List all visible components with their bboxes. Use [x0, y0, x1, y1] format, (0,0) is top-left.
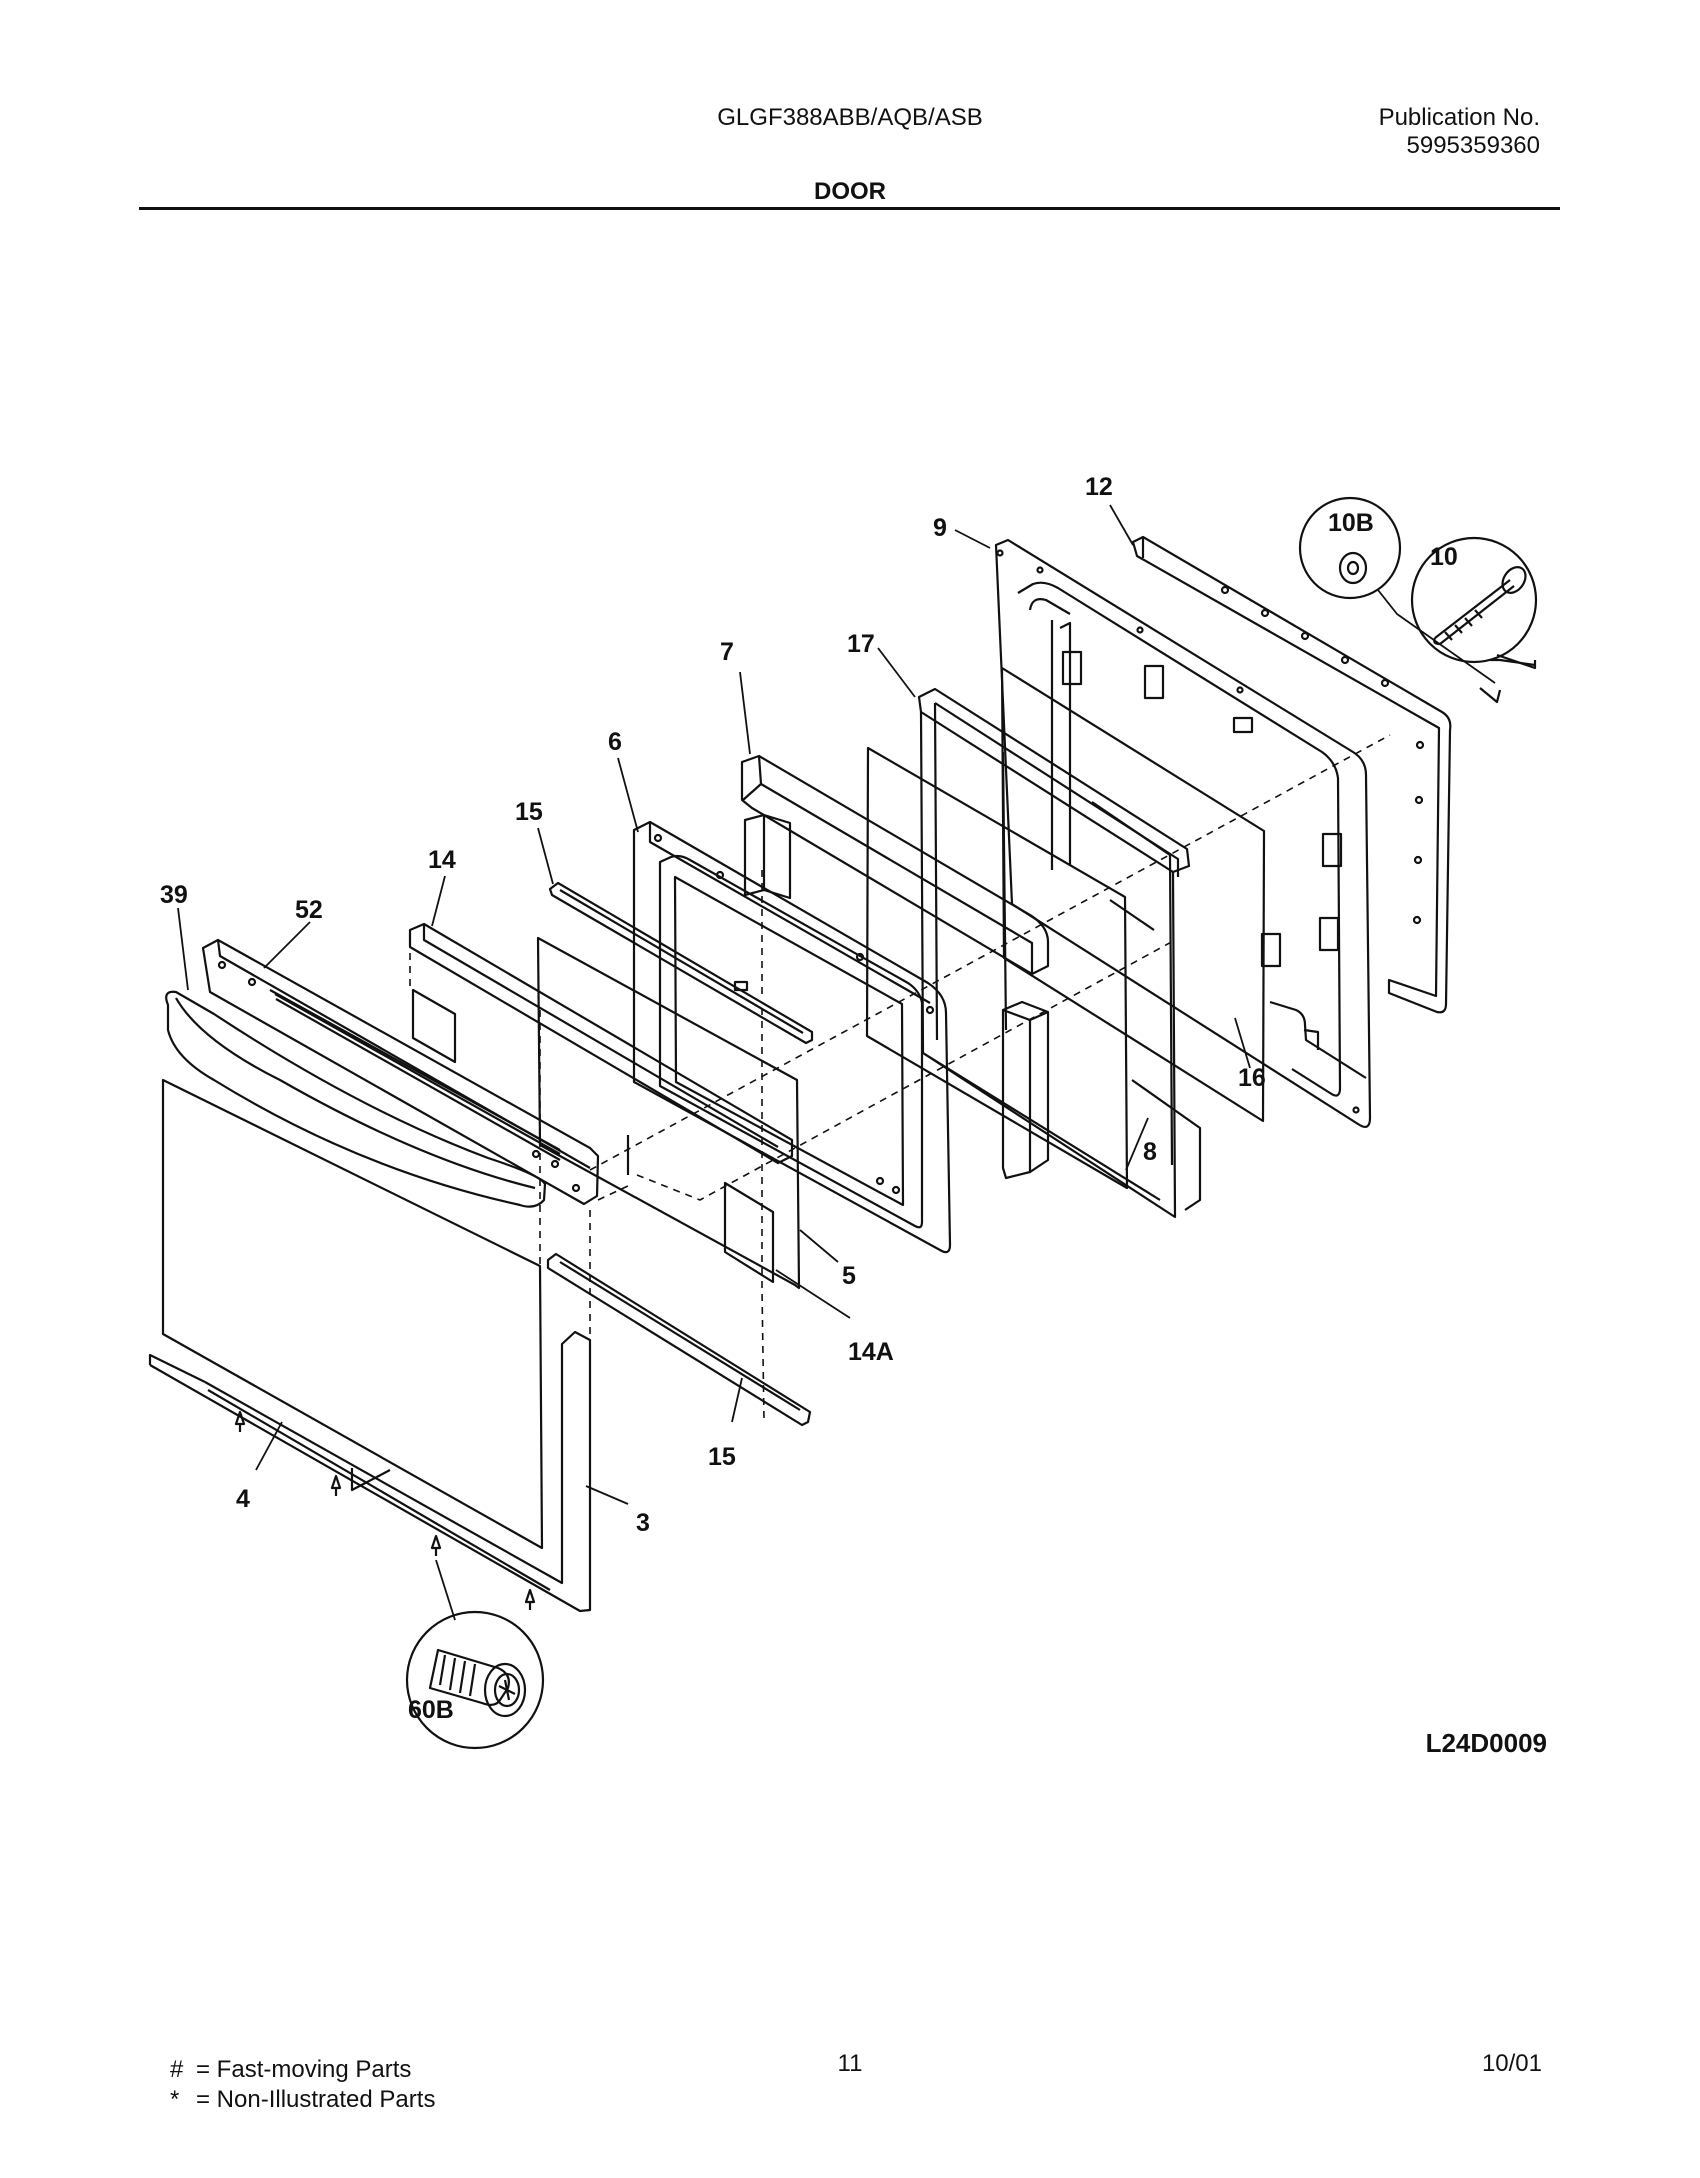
callout-52: 52 [295, 896, 323, 924]
part-12-rear-frame [1131, 535, 1452, 1014]
callout-4: 4 [236, 1485, 250, 1513]
legend-fast-moving: # = Fast-moving Parts [170, 2056, 411, 2084]
section-title: DOOR [814, 178, 886, 205]
callout-14: 14 [428, 846, 456, 874]
callout-6: 6 [608, 728, 622, 756]
part-5-glass-panel [536, 936, 801, 1290]
part-6-door-frame [632, 820, 952, 1254]
model-number: GLGF388ABB/AQB/ASB [717, 104, 983, 131]
callout-3: 3 [636, 1509, 650, 1537]
part-7-insulation [740, 754, 1050, 1180]
legend-text: = Fast-moving Parts [196, 2056, 412, 2083]
part-9-inner-panel [994, 538, 1372, 1128]
page-number: 11 [837, 2050, 863, 2077]
part-17-window-frame [917, 687, 1202, 1219]
alignment-lines [409, 734, 1391, 1421]
legend-symbol: * [170, 2086, 180, 2113]
callout-9: 9 [933, 514, 947, 542]
screw-markers [234, 1410, 536, 1610]
part-8-glass-panel [865, 746, 1129, 1190]
detail-circle-60B [405, 1610, 545, 1750]
legend-non-illustrated: * = Non-Illustrated Parts [170, 2086, 435, 2114]
callout-14A: 14A [848, 1338, 894, 1366]
callout-10B: 10B [1328, 509, 1374, 537]
callout-15-lower: 15 [708, 1443, 736, 1471]
callout-16: 16 [1238, 1064, 1266, 1092]
callout-10: 10 [1430, 543, 1458, 571]
revision-date: 10/01 [1481, 2050, 1542, 2077]
legend-text: = Non-Illustrated Parts [196, 2086, 436, 2113]
callout-5: 5 [842, 1262, 856, 1290]
diagram-code: L24D0009 [1425, 1728, 1547, 1758]
callout-39: 39 [160, 881, 188, 909]
callout-17: 17 [847, 630, 875, 658]
callout-12: 12 [1085, 473, 1113, 501]
callout-15-upper: 15 [515, 798, 543, 826]
publication-label: Publication No. [1378, 104, 1540, 131]
part-15-lower-trim [546, 1252, 812, 1427]
detail-circle-10 [1410, 536, 1538, 704]
detail-circle-10B [1298, 496, 1402, 600]
part-52-control-trim [201, 938, 600, 1206]
legend-symbol: # [170, 2056, 184, 2083]
part-3-outer-door [148, 1078, 592, 1613]
callout-60B: 60B [408, 1696, 454, 1724]
leader-lines [177, 504, 1496, 1621]
part-14A-insulation-pad [411, 988, 775, 1284]
callout-7: 7 [720, 638, 734, 666]
part-16-liner-glass [1000, 666, 1266, 1123]
callout-8: 8 [1143, 1138, 1157, 1166]
part-39-handle [165, 990, 547, 1208]
header-rule [139, 207, 1560, 210]
publication-number: 5995359360 [1406, 132, 1540, 159]
